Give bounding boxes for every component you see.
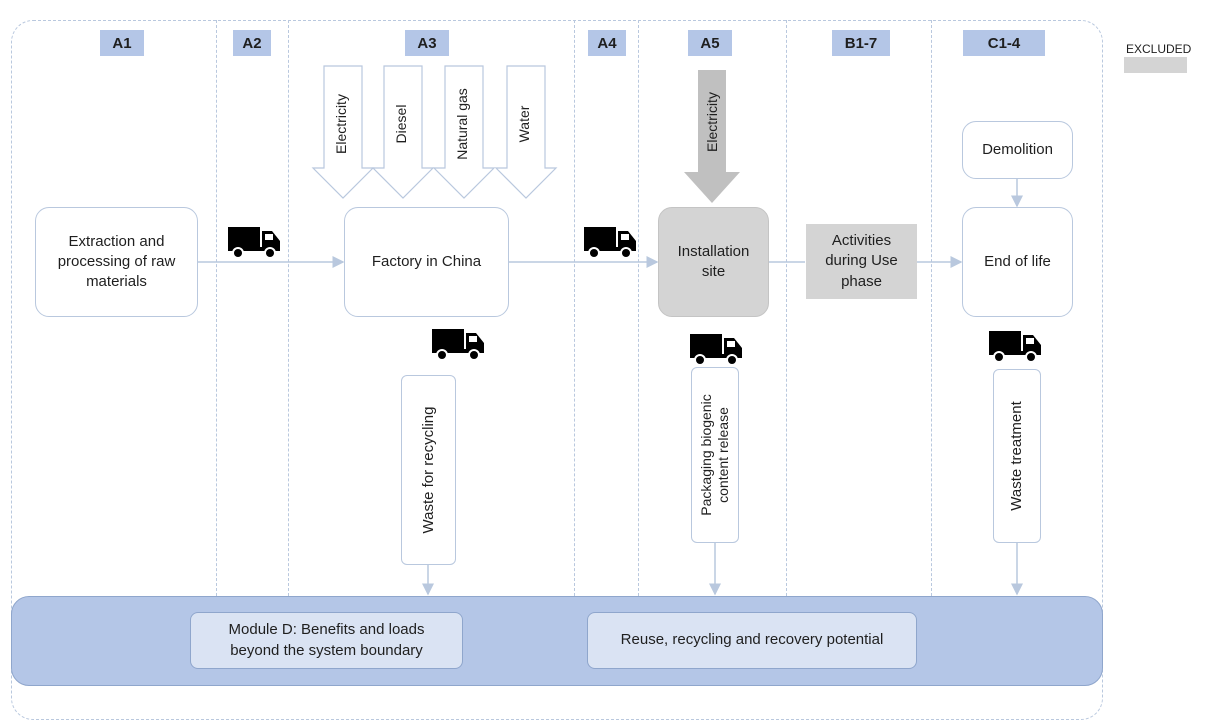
output-waste-for-recycling-label: Waste for recycling [419, 406, 437, 534]
legend-excluded-swatch [1124, 57, 1187, 73]
output-waste-for-recycling: Waste for recycling [401, 375, 456, 565]
input-arrow-a5-electricity [684, 70, 740, 203]
input-arrow-natural-gas [432, 65, 496, 199]
input-label-water: Water [516, 105, 532, 143]
stage-label-a1: A1 [100, 30, 144, 56]
node-demolition-label: Demolition [982, 140, 1053, 158]
stage-label-c1-4: C1-4 [963, 30, 1045, 56]
node-extraction: Extraction and processing of raw materia… [35, 207, 198, 317]
stage-divider [786, 20, 787, 596]
node-factory: Factory in China [344, 207, 509, 317]
input-arrow-water [494, 65, 558, 199]
input-label-electricity: Electricity [333, 94, 349, 154]
node-installation-site: Installation site [658, 207, 769, 317]
input-label-natural-gas: Natural gas [454, 88, 470, 160]
stage-label-a4: A4 [588, 30, 626, 56]
output-packaging-label: Packaging biogenic content release [698, 394, 731, 516]
stage-label-b1-7: B1-7 [832, 30, 890, 56]
node-extraction-label: Extraction and processing of raw materia… [57, 232, 176, 291]
node-factory-label: Factory in China [371, 252, 482, 270]
truck-icon [583, 226, 637, 259]
truck-icon [227, 226, 281, 259]
input-arrow-diesel [371, 65, 435, 199]
stage-divider [574, 20, 575, 596]
node-use-phase-label: Activities during Use phase [825, 232, 898, 290]
stage-divider [216, 20, 217, 596]
module-d-potential-box: Reuse, recycling and recovery potential [587, 612, 917, 669]
input-arrow-electricity [311, 65, 375, 199]
node-installation-label: Installation site [677, 242, 750, 280]
node-end-of-life: End of life [962, 207, 1073, 317]
diagram-overlay [198, 65, 1042, 596]
module-d-potential: Reuse, recycling and recovery potential [620, 631, 884, 649]
output-packaging: Packaging biogenic content release [691, 367, 739, 543]
node-end-of-life-label: End of life [984, 252, 1051, 270]
truck-icon [689, 333, 743, 366]
module-d-title-box: Module D: Benefits and loads beyond the … [190, 612, 463, 669]
stage-label-a3: A3 [405, 30, 449, 56]
legend-excluded-label: EXCLUDED [1126, 42, 1192, 56]
truck-icon [988, 330, 1042, 363]
output-waste-treatment-label: Waste treatment [1008, 401, 1025, 511]
output-waste-treatment: Waste treatment [993, 369, 1041, 543]
module-d-band [11, 596, 1103, 686]
stage-divider [931, 20, 932, 596]
node-use-phase: Activities during Use phase [806, 224, 917, 299]
stage-label-a2: A2 [233, 30, 271, 56]
node-demolition: Demolition [962, 121, 1073, 179]
module-d-title: Module D: Benefits and loads beyond the … [228, 621, 425, 659]
stage-divider [288, 20, 289, 596]
input-label-a5-electricity: Electricity [704, 92, 720, 152]
truck-icon [431, 328, 485, 361]
stage-label-a5: A5 [688, 30, 732, 56]
input-label-diesel: Diesel [393, 104, 409, 144]
stage-divider [638, 20, 639, 596]
